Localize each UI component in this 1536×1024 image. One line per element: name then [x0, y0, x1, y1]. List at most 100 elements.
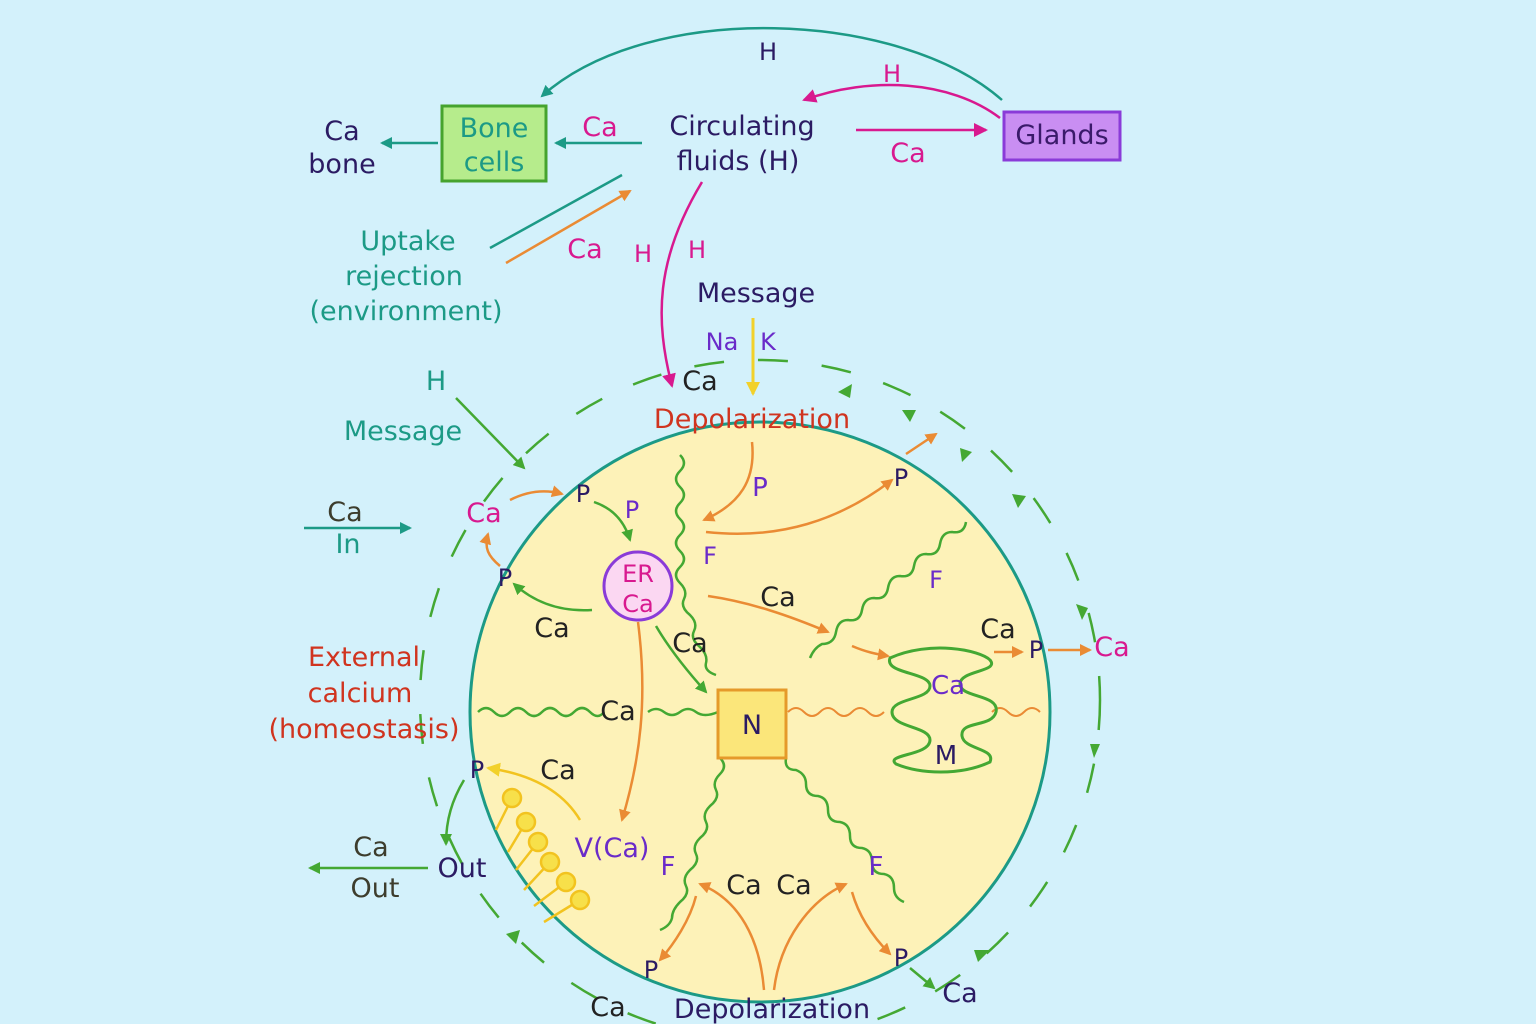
arrow-p-bottom-right-to-ca	[909, 967, 936, 990]
arrow-p-to-er	[593, 500, 633, 542]
depolarization-bottom: Depolarization	[674, 994, 870, 1024]
arrow-glands-to-bone-cells-h	[540, 27, 1003, 101]
label-p-bottom-right: P	[894, 944, 908, 972]
vesicle-icon	[494, 787, 591, 924]
external-calcium-1: External	[308, 642, 420, 673]
nucleus	[716, 688, 788, 760]
label-p-top-left: P	[576, 480, 590, 508]
ring-arrowhead	[974, 950, 990, 962]
uptake-label-2: rejection	[345, 261, 463, 292]
message-left: Message	[344, 416, 462, 447]
label-ca-out-bottom: Out	[351, 873, 400, 904]
label-h-glands: H	[883, 60, 901, 88]
label-ca-bottom-2: Ca	[776, 870, 811, 901]
label-ca-out-top: Ca	[353, 832, 388, 863]
arrow-bottom-depol-right	[772, 882, 848, 991]
circulating-fluids-1: Circulating	[669, 111, 814, 142]
label-p-left: P	[498, 564, 512, 592]
label-ca-mid-left: Ca	[600, 696, 635, 727]
label-ca-upper-mid: Ca	[760, 582, 795, 613]
label-f-upper-right: F	[929, 566, 943, 594]
label-ca-in-bottom: In	[335, 529, 360, 560]
arrow-message-to-cell	[455, 397, 526, 470]
label-ca-bone-2: bone	[308, 149, 375, 180]
arrow-er-to-p-left	[512, 582, 593, 612]
ring-arrowhead	[960, 448, 972, 462]
ring-arrowhead	[838, 384, 852, 398]
label-p-center: P	[752, 473, 768, 503]
label-h-right: H	[688, 236, 706, 264]
er-label-2: Ca	[622, 590, 653, 618]
fiber-left-inner	[647, 707, 719, 717]
arrow-to-mitochondrion	[851, 644, 890, 661]
arrow-p-top-right-out	[905, 432, 938, 456]
label-h-message: H	[426, 366, 446, 397]
line-rejection	[489, 173, 623, 250]
label-f-upper-left: F	[703, 542, 717, 570]
bone-cells-label-1: Bone	[460, 113, 529, 144]
label-ca-bottom-right: Ca	[942, 978, 977, 1009]
external-calcium-3: (homeostasis)	[269, 714, 460, 745]
label-v-ca: V(Ca)	[575, 833, 650, 864]
fiber-right-outer	[991, 707, 1041, 717]
fiber-right	[787, 707, 885, 717]
label-ca-in-top: Ca	[327, 497, 362, 528]
fiber-left	[477, 706, 605, 718]
fiber-lower-left	[659, 757, 726, 932]
mito-label: M	[935, 741, 957, 771]
uptake-label-1: Uptake	[360, 226, 455, 257]
label-ca-vesicle: Ca	[540, 755, 575, 786]
mitochondrion	[888, 646, 998, 774]
arrow-ca-to-mito-region	[707, 594, 830, 634]
arrow-bottom-depol-left	[698, 882, 766, 991]
label-ca-to-bone: Ca	[582, 112, 617, 143]
fiber-lower-right	[784, 757, 905, 904]
label-ca-uptake: Ca	[567, 234, 602, 265]
label-p-bottom-left: P	[644, 956, 658, 984]
circulating-fluids-2: fluids (H)	[677, 146, 800, 177]
arrow-to-p-top-right	[705, 478, 894, 535]
label-p-top-right: P	[894, 464, 908, 492]
label-ca-er-left: Ca	[534, 613, 569, 644]
bone-cells-box	[440, 104, 548, 183]
label-ca-mito-in: Ca	[931, 671, 965, 701]
uptake-label-3: (environment)	[309, 296, 502, 327]
ring-arrowhead	[1076, 604, 1088, 620]
bone-cells-label-2: cells	[464, 147, 525, 178]
arrow-uptake-ca	[505, 189, 632, 265]
label-p-er: P	[625, 496, 639, 524]
label-k: K	[760, 328, 777, 356]
label-ca-bottom-left: Ca	[590, 992, 625, 1023]
arrow-ca-to-p-top-left	[509, 485, 564, 502]
arrow-glands-to-fluids-h	[802, 83, 1001, 119]
glands-label: Glands	[1015, 120, 1108, 151]
label-p-lower-left: P	[470, 756, 484, 784]
arrow-depol-to-p-center	[702, 441, 754, 522]
outer-dashed-ring	[418, 358, 1102, 1024]
message-top: Message	[697, 278, 815, 309]
arrow-er-to-vesicle	[619, 621, 644, 822]
label-out: Out	[438, 853, 487, 884]
ring-arrowhead	[1090, 744, 1100, 758]
label-h-left: H	[634, 240, 652, 268]
ring-arrowhead	[1012, 494, 1026, 508]
label-ca-to-nucleus: Ca	[672, 628, 707, 659]
depolarization-top: Depolarization	[654, 404, 850, 435]
label-ca-mito-top: Ca	[980, 614, 1015, 645]
label-na: Na	[706, 328, 739, 356]
fiber-upper-left	[674, 454, 717, 677]
er-organelle	[602, 550, 674, 622]
label-f-lower-right: F	[869, 852, 884, 882]
arrow-er-to-nucleus	[654, 625, 708, 694]
label-f-lower-left: F	[661, 852, 676, 882]
label-ca-bone-1: Ca	[324, 116, 359, 147]
label-ca-membrane: Ca	[682, 366, 717, 397]
arrow-fluids-to-cell-h	[660, 181, 704, 388]
label-h-top: H	[759, 38, 777, 66]
ring-arrowhead	[902, 410, 916, 422]
arrow-p-to-out	[440, 779, 466, 846]
external-calcium-2: calcium	[308, 678, 413, 709]
label-ca-bottom-1: Ca	[726, 870, 761, 901]
glands-box	[1002, 110, 1122, 162]
